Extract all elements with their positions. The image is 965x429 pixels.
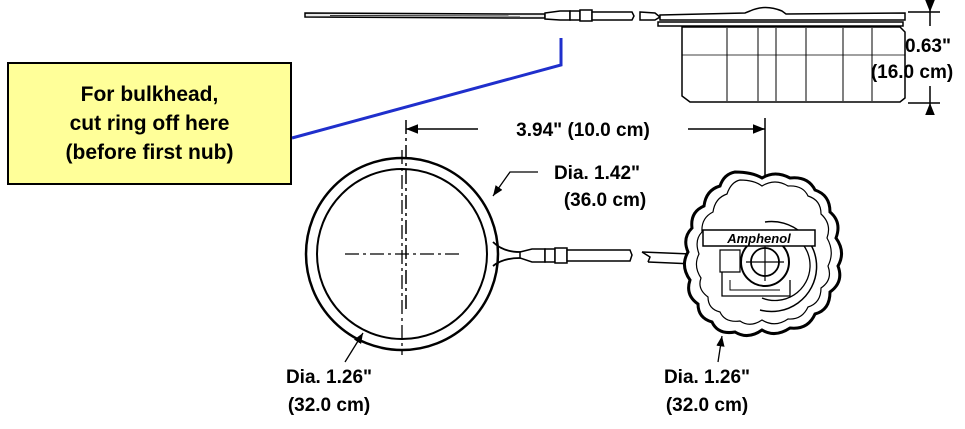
callout-line-3: (before first nub) bbox=[65, 141, 234, 164]
cap-diameter-in-label: Dia. 1.26" bbox=[664, 367, 750, 388]
cap-diameter-leader bbox=[716, 335, 725, 363]
callout-leader-line bbox=[291, 38, 563, 140]
height-inches-label: 0.63" bbox=[905, 36, 951, 57]
cap-brand-label: Amphenol bbox=[726, 231, 791, 246]
ring-inner-cm-label: (32.0 cm) bbox=[288, 395, 370, 416]
strap-side-view bbox=[304, 9, 635, 22]
length-label: 3.94" (10.0 cm) bbox=[516, 120, 650, 141]
callout-line-1: For bulkhead, bbox=[80, 83, 219, 106]
ring-outer-in-label: Dia. 1.42" bbox=[554, 163, 640, 184]
cap-diameter-cm-label: (32.0 cm) bbox=[666, 395, 748, 416]
callout-line-2: cut ring off here bbox=[69, 112, 230, 135]
cap-front-view bbox=[641, 170, 843, 337]
height-cm-label: (16.0 cm) bbox=[871, 62, 953, 83]
ring-outer-leader bbox=[492, 171, 538, 197]
ring-outer-cm-label: (36.0 cm) bbox=[564, 190, 646, 211]
bulkhead-callout-box: For bulkhead, cut ring off here (before … bbox=[7, 62, 292, 185]
ring-front-view bbox=[304, 150, 633, 355]
height-dimension bbox=[908, 0, 940, 115]
ring-inner-in-label: Dia. 1.26" bbox=[286, 367, 372, 388]
ring-inner-leader bbox=[344, 332, 364, 363]
cap-side-view bbox=[639, 6, 906, 103]
